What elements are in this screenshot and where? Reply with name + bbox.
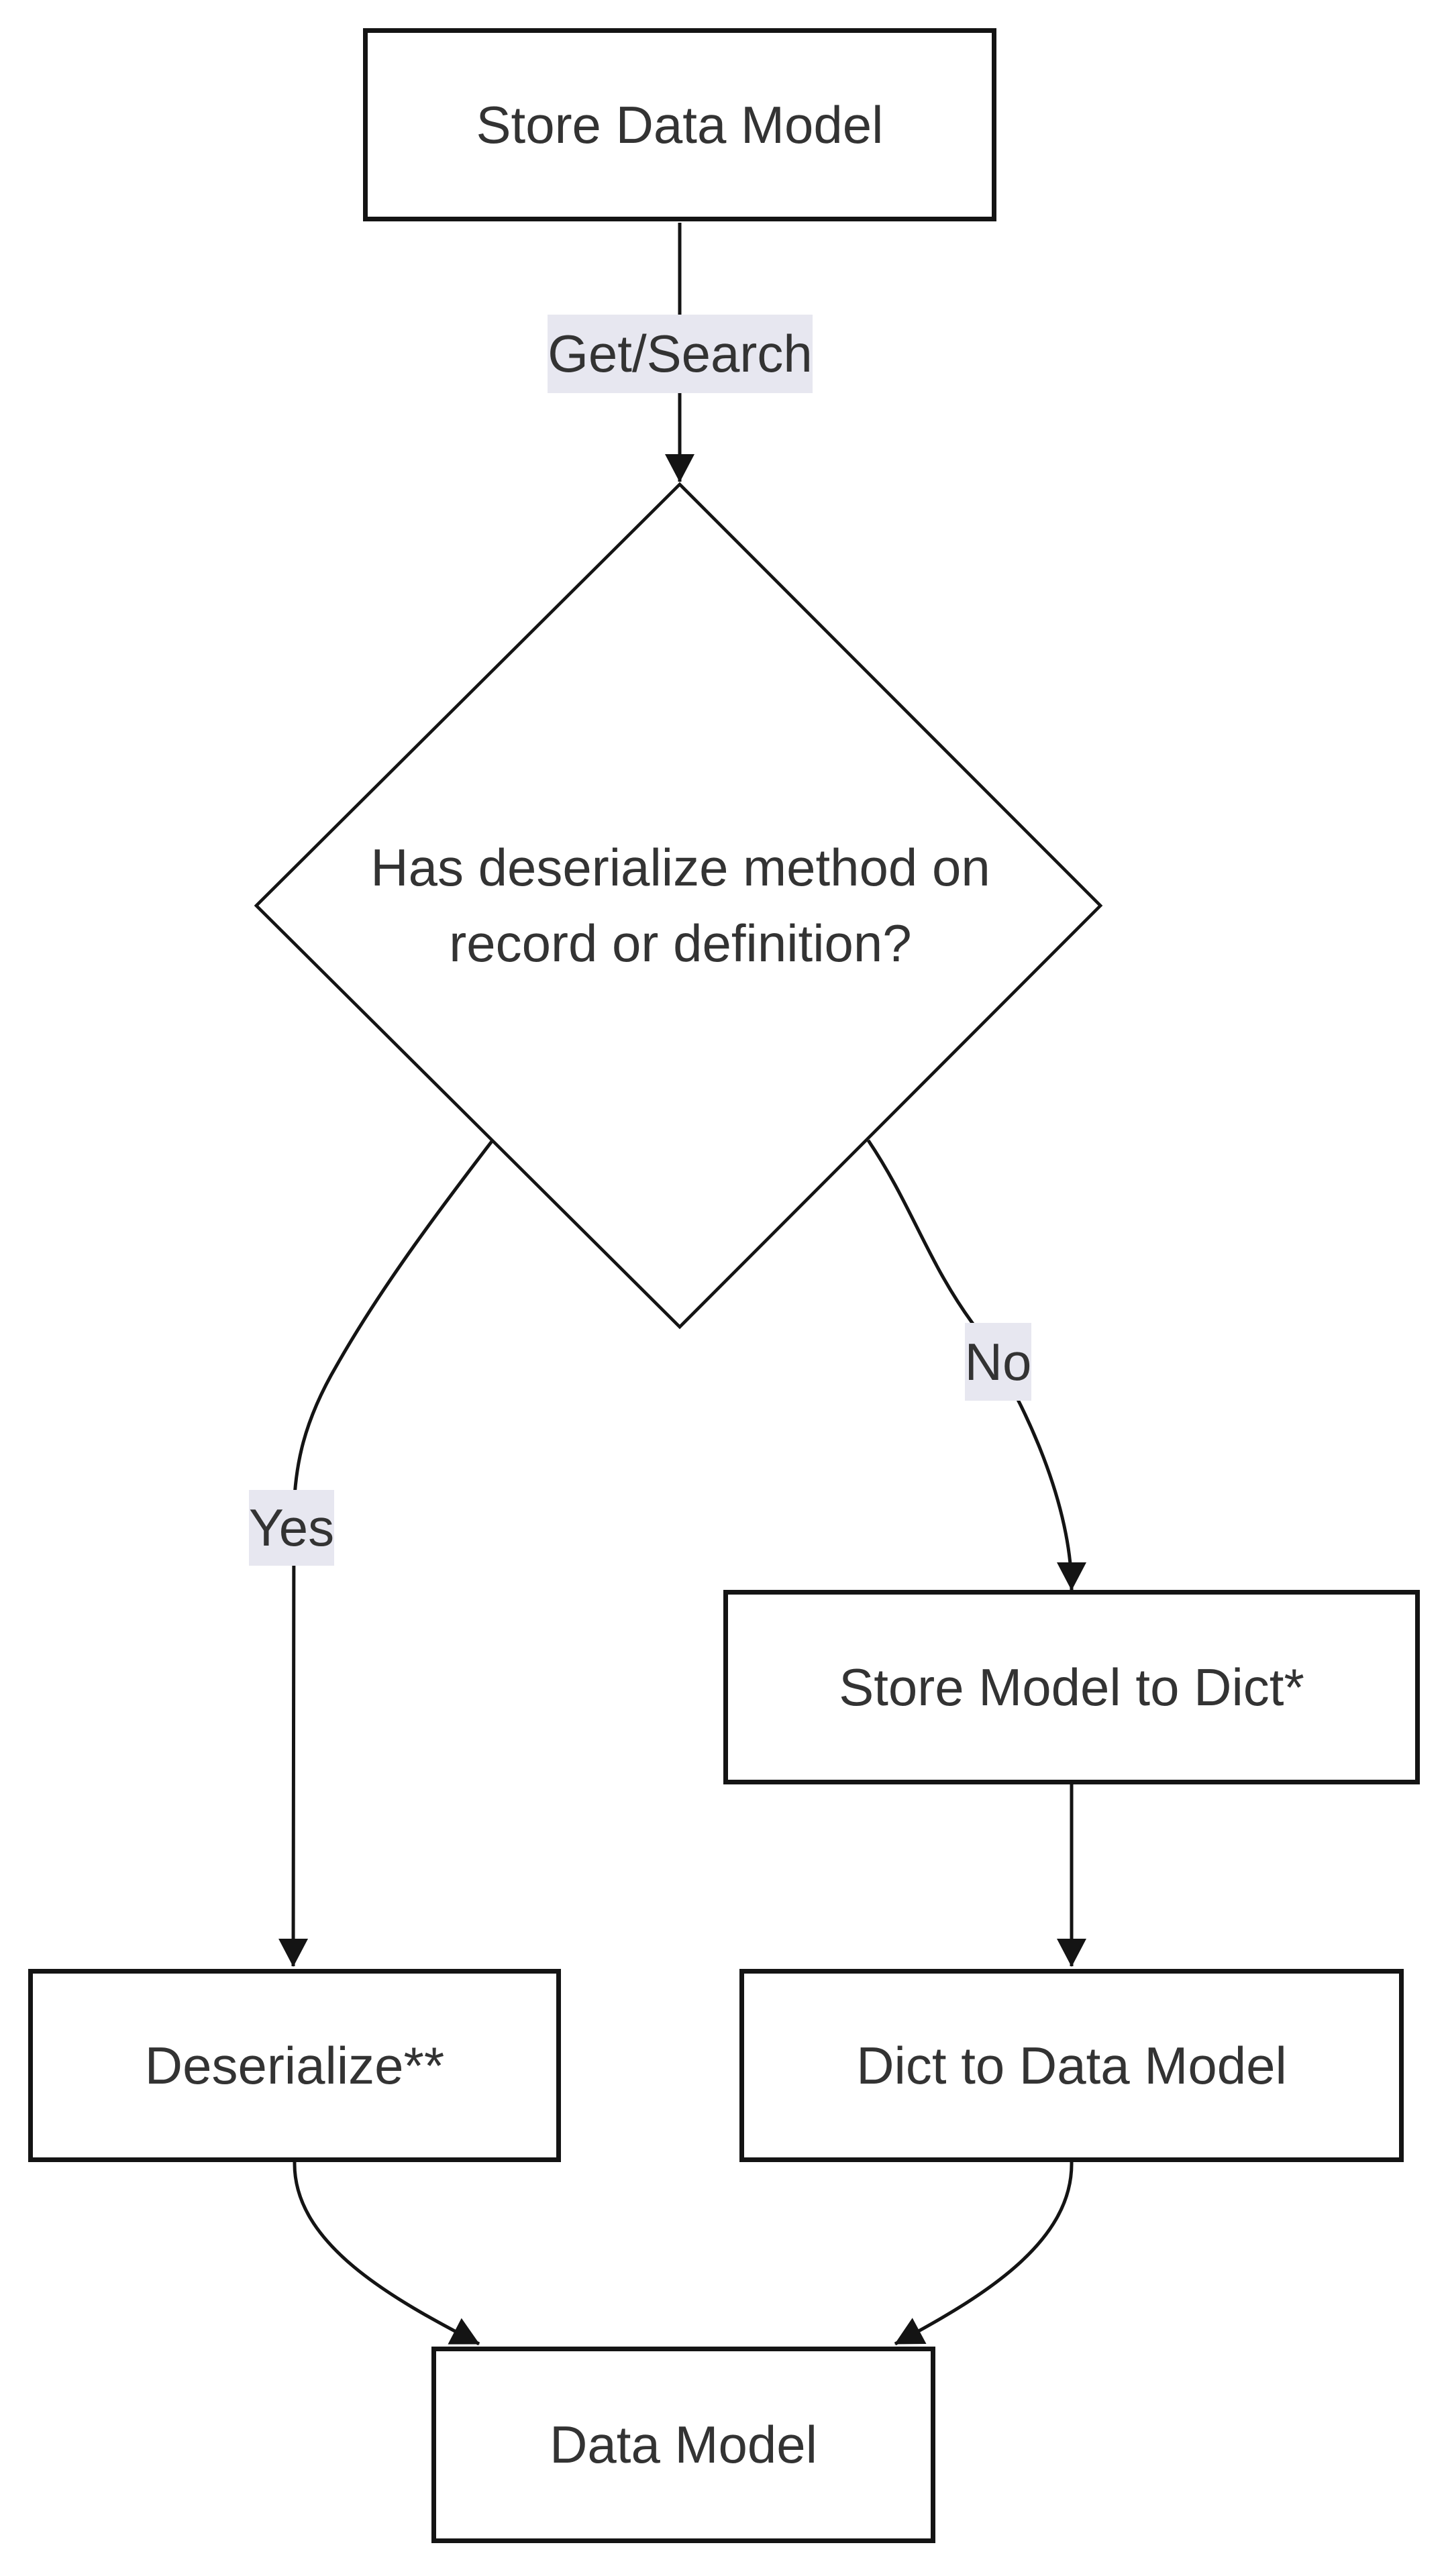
edge-label-no-text: No	[964, 1332, 1032, 1391]
edge-label-get-search-text: Get/Search	[548, 324, 813, 383]
edge-label-get-search: Get/Search	[548, 315, 813, 393]
node-data-model-label: Data Model	[550, 2415, 817, 2474]
edge-label-yes-text: Yes	[248, 1498, 335, 1557]
node-store-model-to-dict-label: Store Model to Dict*	[839, 1657, 1304, 1717]
edge-deserialize-to-data-model	[293, 2161, 480, 2346]
node-data-model: Data Model	[431, 2347, 935, 2543]
node-store-data-model: Store Data Model	[363, 28, 996, 221]
node-store-data-model-label: Store Data Model	[476, 95, 884, 154]
node-dict-to-data-model: Dict to Data Model	[739, 1969, 1404, 2162]
node-deserialize-label: Deserialize**	[144, 2035, 445, 2095]
node-deserialize: Deserialize**	[28, 1969, 561, 2162]
decision-diamond	[254, 482, 1103, 1330]
decision-label-line2: record or definition?	[449, 914, 912, 973]
node-decision-label: Has deserialize method on record or defi…	[278, 771, 1083, 1040]
edge-label-yes: Yes	[249, 1490, 334, 1566]
node-store-model-to-dict: Store Model to Dict*	[723, 1590, 1420, 1784]
edge-dict-to-data-model	[894, 2161, 1074, 2346]
node-dict-to-data-model-label: Dict to Data Model	[856, 2035, 1287, 2095]
decision-label-line1: Has deserialize method on	[370, 838, 990, 897]
edge-yes	[278, 1139, 494, 1967]
edge-label-no: No	[965, 1323, 1031, 1401]
